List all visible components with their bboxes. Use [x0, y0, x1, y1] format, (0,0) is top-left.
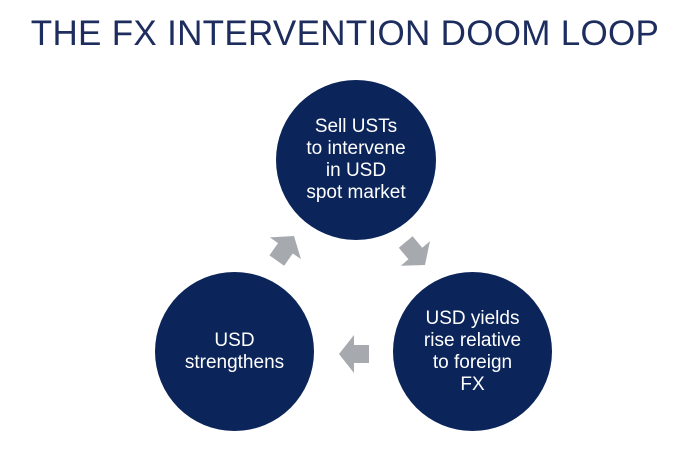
node-usd-strengthens: USD strengthens: [155, 272, 314, 431]
node-label-line: to intervene: [306, 138, 406, 159]
node-label-line: rise relative: [423, 329, 522, 351]
node-label-line: in USD: [325, 160, 387, 181]
node-label-line: USD: [214, 329, 255, 351]
arrow-icon: [261, 225, 310, 272]
node-label-line: USD yields: [425, 307, 520, 329]
node-sell-usts-label: Sell USTs to intervene in USD spot marke…: [306, 116, 405, 204]
node-label-line: FX: [460, 373, 485, 395]
arrow-icon: [339, 335, 369, 373]
node-label-line: Sell USTs: [314, 116, 398, 137]
arrow-icon: [391, 229, 440, 278]
node-label-line: to foreign: [432, 351, 513, 373]
node-label-line: strengthens: [184, 351, 285, 373]
node-label-line: spot market: [306, 182, 406, 203]
node-usd-yields-rise: USD yields rise relative to foreign FX: [393, 272, 552, 431]
node-sell-usts: Sell USTs to intervene in USD spot marke…: [276, 80, 436, 240]
node-usd-yields-rise-label: USD yields rise relative to foreign FX: [424, 308, 521, 396]
node-usd-strengthens-label: USD strengthens: [185, 330, 284, 374]
diagram-title: THE FX INTERVENTION DOOM LOOP: [30, 14, 660, 53]
